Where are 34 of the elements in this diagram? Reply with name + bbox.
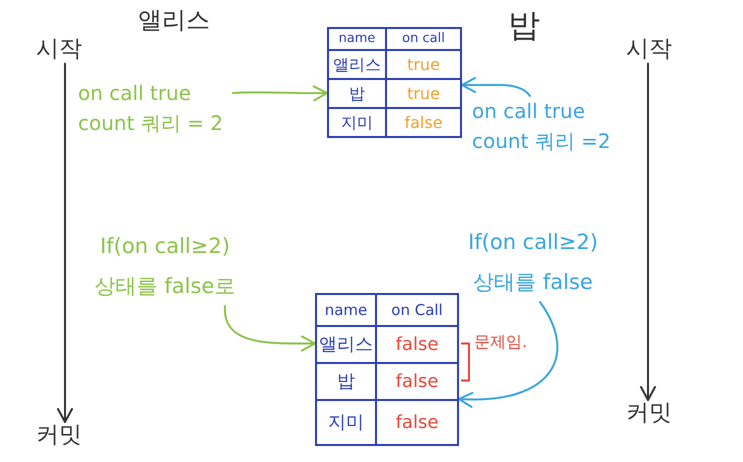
arrow bbox=[232, 85, 328, 102]
column-heading: 앨리스 bbox=[138, 6, 210, 35]
arrow bbox=[224, 305, 316, 352]
timeline-label: 시작 bbox=[626, 36, 672, 64]
table-cell: 앨리스 bbox=[316, 326, 376, 363]
timeline-label: 시작 bbox=[36, 36, 82, 64]
table-cell: true bbox=[386, 79, 461, 108]
handwritten-note: on call true count 쿼리 = 2 bbox=[78, 78, 233, 138]
table-cell: 앨리스 bbox=[328, 50, 386, 79]
timeline-label: 커밋 bbox=[36, 422, 82, 450]
table-cell: true bbox=[386, 50, 461, 79]
table bbox=[327, 27, 462, 138]
table bbox=[315, 293, 459, 446]
arrow bbox=[458, 301, 558, 408]
arrow bbox=[461, 77, 531, 97]
note: 문제임. bbox=[474, 332, 528, 352]
handwritten-note: If(on call≥2) 상태를 false로 bbox=[72, 226, 258, 306]
table-cell: 지미 bbox=[328, 108, 386, 137]
table-cell: 밥 bbox=[316, 363, 376, 400]
arrow bbox=[57, 62, 73, 423]
column-heading: 밥 bbox=[508, 6, 540, 44]
timeline-label: 커밋 bbox=[626, 400, 672, 428]
table-cell: 지미 bbox=[316, 400, 376, 445]
table-cell: false bbox=[376, 326, 458, 363]
table-cell: false bbox=[376, 400, 458, 445]
column-header: name bbox=[328, 28, 386, 50]
table-cell: false bbox=[386, 108, 461, 137]
arrow bbox=[640, 62, 656, 401]
table-cell: false bbox=[376, 363, 458, 400]
handwritten-note: on call true count 쿼리 =2 bbox=[472, 96, 627, 156]
column-header: on call bbox=[386, 28, 461, 50]
column-header: on Call bbox=[376, 294, 458, 326]
column-header: name bbox=[316, 294, 376, 326]
table-cell: 밥 bbox=[328, 79, 386, 108]
